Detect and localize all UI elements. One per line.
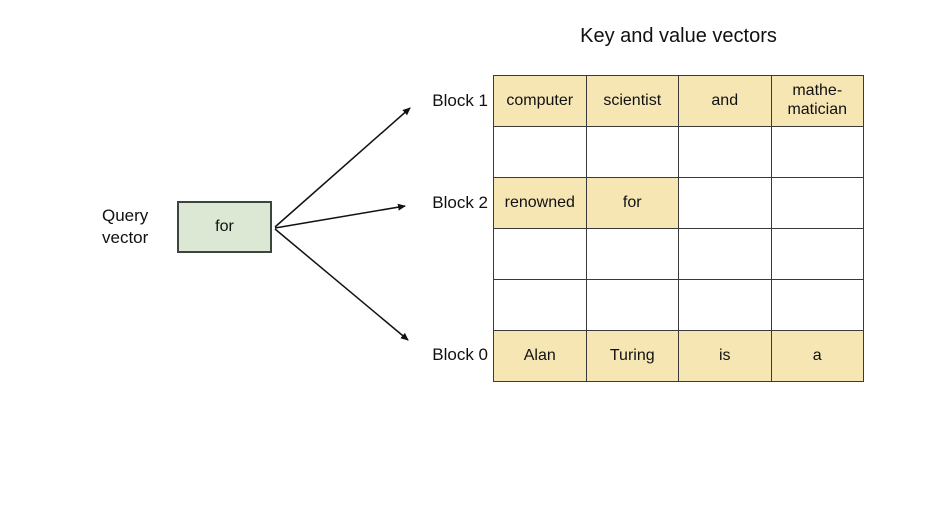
arrow-to-block-0: [274, 228, 409, 341]
query-vector-box: for: [177, 201, 272, 253]
block-2-label: Block 2: [432, 193, 488, 212]
table-row-block-2: renowned for: [493, 177, 864, 229]
query-vector-label-line2: vector: [102, 228, 149, 247]
query-vector-label-line1: Query: [102, 206, 149, 225]
table-cell: [678, 126, 772, 178]
table-cell: [493, 126, 587, 178]
table-cell: a: [770, 330, 864, 382]
table-row-block-1: computer scientist and mathe- matician: [493, 75, 864, 127]
table-cell: [770, 126, 864, 178]
table-cell: [770, 228, 864, 280]
table-row-block-0: Alan Turing is a: [493, 330, 864, 382]
table-cell: [493, 228, 587, 280]
table-cell: [585, 228, 679, 280]
table-cell: for: [585, 177, 679, 229]
table-row-empty: [493, 126, 864, 178]
table-cell: [585, 279, 679, 331]
table-cell: [585, 126, 679, 178]
table-row-empty: [493, 279, 864, 331]
table-cell: Turing: [585, 330, 679, 382]
table-cell: and: [678, 75, 772, 127]
block-1-label: Block 1: [432, 91, 488, 110]
table-cell: [493, 279, 587, 331]
table-cell: Alan: [493, 330, 587, 382]
table-cell: scientist: [585, 75, 679, 127]
table-cell: is: [678, 330, 772, 382]
key-value-table: computer scientist and mathe- matician r…: [493, 75, 864, 382]
table-row-empty: [493, 228, 864, 280]
query-vector-box-text: for: [215, 218, 234, 235]
block-0-label: Block 0: [432, 345, 488, 364]
table-cell: [770, 279, 864, 331]
table-cell: [678, 228, 772, 280]
query-vector-label: Query vector: [102, 205, 148, 249]
table-cell: mathe- matician: [770, 75, 864, 127]
diagram-title: Key and value vectors: [580, 25, 777, 47]
table-cell: renowned: [493, 177, 587, 229]
table-cell: [678, 279, 772, 331]
table-cell: [770, 177, 864, 229]
table-cell: computer: [493, 75, 587, 127]
table-cell: [678, 177, 772, 229]
